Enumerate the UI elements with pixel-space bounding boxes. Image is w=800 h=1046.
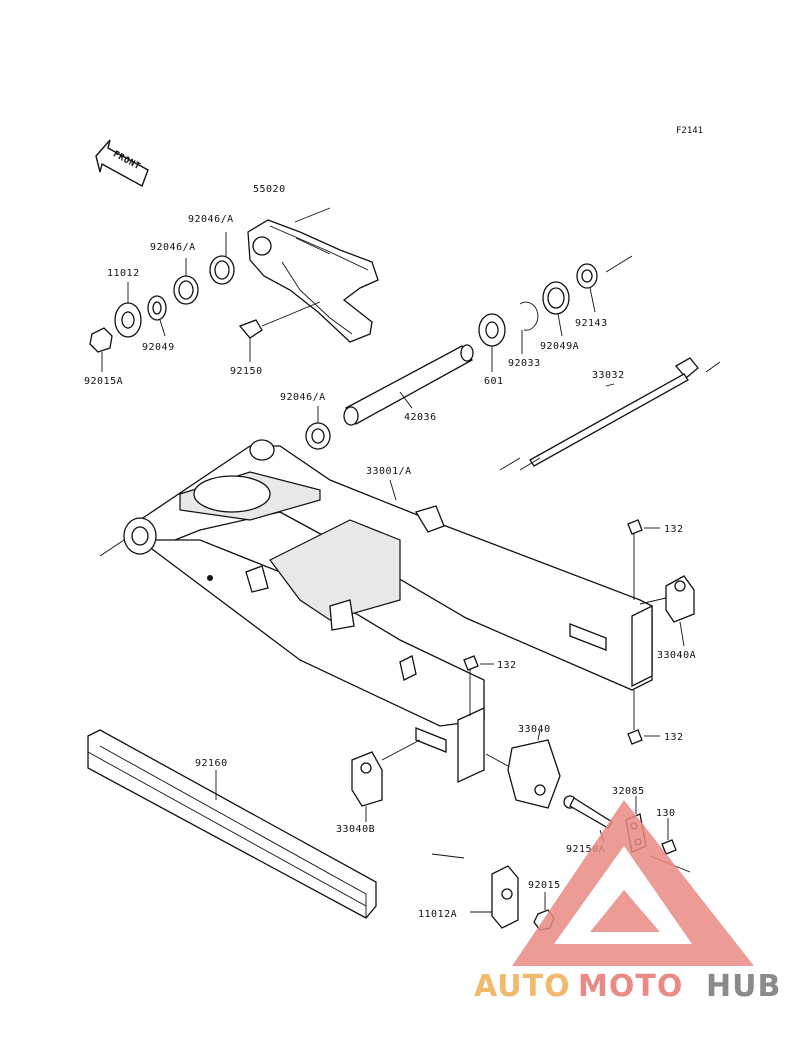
- label-55020: 55020: [253, 184, 286, 195]
- figure-id: F2141: [676, 126, 703, 136]
- automotohub-watermark: AUTO MOTO HUB: [474, 800, 781, 1004]
- label-132-c: 132: [664, 732, 684, 743]
- label-33001a: 33001/A: [366, 466, 412, 477]
- label-130: 130: [656, 808, 676, 819]
- bolt-92150: [238, 301, 321, 362]
- bolt-132-lower: [627, 690, 660, 745]
- label-11012a: 11012A: [418, 909, 457, 920]
- label-92160: 92160: [195, 758, 228, 769]
- label-92150a: 92150A: [566, 844, 605, 855]
- needle-bearing-upper: [209, 232, 235, 285]
- watermark-moto: MOTO: [578, 969, 683, 1004]
- watermark-auto: AUTO: [474, 969, 571, 1004]
- collar-92143: [576, 255, 633, 313]
- collar-92049: [147, 295, 167, 337]
- label-92143: 92143: [575, 318, 608, 329]
- label-92150: 92150: [230, 366, 263, 377]
- swingarm-body: [99, 439, 653, 784]
- front-arrow-icon: FRONT: [95, 139, 149, 188]
- label-92033: 92033: [508, 358, 541, 369]
- label-11012: 11012: [107, 268, 140, 279]
- chain-guide: [247, 207, 379, 343]
- nut-92015a: [89, 327, 113, 372]
- label-601: 601: [484, 376, 504, 387]
- ball-bearing-601: [478, 313, 506, 372]
- bolt-132-middle: [463, 655, 494, 716]
- label-33032: 33032: [592, 370, 625, 381]
- needle-bearing-left: [173, 258, 199, 305]
- label-33040a: 33040A: [657, 650, 696, 661]
- label-42036: 42036: [404, 412, 437, 423]
- label-33040b: 33040B: [336, 824, 375, 835]
- bolt-132-upper: [627, 519, 660, 600]
- bracket-33040b: [351, 739, 421, 822]
- needle-bearing-lower: [305, 406, 331, 450]
- label-92049a: 92049A: [540, 341, 579, 352]
- chain-slider-92160: [87, 729, 377, 919]
- circlip-92033: [519, 301, 539, 354]
- label-132-b: 132: [497, 660, 517, 671]
- seal-92049a: [542, 281, 570, 337]
- sleeve-42036: [343, 344, 474, 426]
- label-32085: 32085: [612, 786, 645, 797]
- label-132-a: 132: [664, 524, 684, 535]
- label-92046a-top: 92046/A: [188, 214, 234, 225]
- label-92015: 92015: [528, 880, 561, 891]
- label-92046a-low: 92046/A: [280, 392, 326, 403]
- cap-11012: [114, 282, 142, 338]
- watermark-triangle-logo: [512, 800, 754, 966]
- label-92049: 92049: [142, 342, 175, 353]
- pivot-shaft-33032: [499, 357, 721, 471]
- chain-adjuster-33040: [485, 729, 561, 809]
- bracket-33040a: [639, 575, 695, 647]
- label-92046a-mid: 92046/A: [150, 242, 196, 253]
- watermark-hub: HUB: [706, 969, 781, 1004]
- label-33040: 33040: [518, 724, 551, 735]
- label-92015a: 92015A: [84, 376, 123, 387]
- cap-11012a: [431, 853, 519, 929]
- bolt-130: [661, 818, 677, 855]
